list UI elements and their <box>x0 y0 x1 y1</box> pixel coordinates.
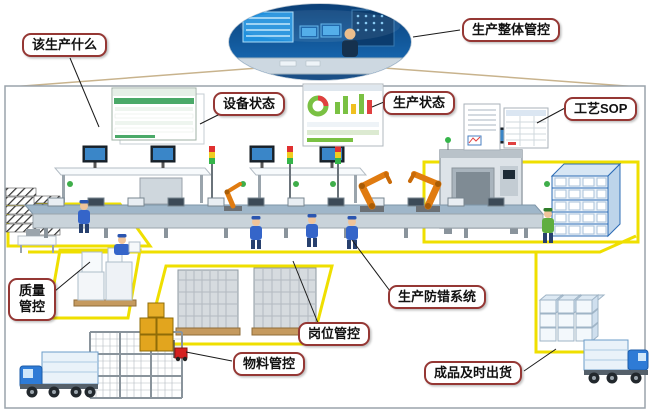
gold-boxes <box>139 302 174 352</box>
forklift <box>173 340 188 362</box>
callout-overall-production: 生产整体管控 <box>462 18 561 43</box>
callout-equipment-status: 设备状态 <box>213 92 286 117</box>
finished-goods-boxes <box>538 293 606 343</box>
plant-icon <box>67 181 550 187</box>
outbound-truck-left <box>19 351 99 398</box>
mesh-crate <box>175 269 241 336</box>
outbound-truck-right <box>583 339 649 384</box>
projection-lines <box>9 67 641 88</box>
callout-connector-lines <box>54 29 566 372</box>
callout-process-sop: 工艺SOP <box>564 97 638 122</box>
callout-finished-goods: 成品及时出货 <box>424 361 523 386</box>
conveyor-items <box>47 197 505 207</box>
worker <box>78 200 90 233</box>
conveyor-line <box>23 197 545 238</box>
equipment-status-window <box>111 87 205 145</box>
andon-tower <box>209 146 341 205</box>
control-room-photo <box>228 3 412 81</box>
robot-arm <box>358 171 392 212</box>
side-table <box>17 235 57 246</box>
worker <box>346 216 358 249</box>
workbench <box>53 167 213 203</box>
sop-documents <box>463 103 549 151</box>
callout-production-status: 生产状态 <box>383 91 456 116</box>
production-dashboard-window <box>302 83 384 147</box>
white-box-stack <box>73 247 137 307</box>
worker <box>114 234 141 255</box>
worker <box>542 208 554 243</box>
worker <box>306 214 318 247</box>
robot-arm <box>224 182 242 211</box>
mesh-crate <box>251 267 319 336</box>
operator <box>344 28 356 40</box>
callout-material-control: 物料管控 <box>233 352 306 377</box>
status-light <box>445 137 451 143</box>
callout-station-control: 岗位管控 <box>298 322 371 347</box>
storage-shelf <box>550 162 622 238</box>
robot-arm <box>408 171 442 212</box>
callout-quality-control: 质量管控 <box>8 278 56 321</box>
callout-what-to-produce: 该生产什么 <box>22 33 108 58</box>
callout-error-proofing: 生产防错系统 <box>388 285 487 310</box>
worker <box>250 216 262 249</box>
